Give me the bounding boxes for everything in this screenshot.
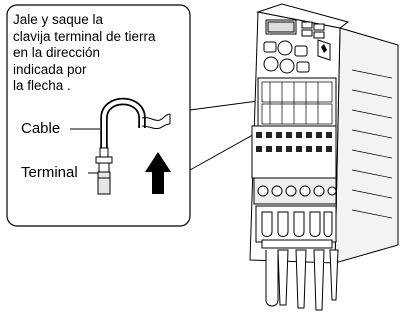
callout-text: Jale y saque la clavija terminal de tier…: [13, 12, 173, 95]
callout-box: [6, 4, 191, 227]
callout-line: la flecha .: [13, 78, 71, 93]
callout-leader-lines: [189, 100, 259, 171]
callout-line: en la dirección: [13, 45, 101, 60]
callout-line: indicada por: [13, 61, 87, 77]
terminal-label: Terminal: [21, 164, 78, 181]
brand-logo-icon: [317, 39, 331, 61]
inverter-device: [249, 3, 399, 311]
up-arrow-icon: [145, 152, 171, 194]
callout-line: Jale y saque la: [13, 12, 104, 27]
cable-label: Cable: [21, 120, 61, 137]
terminal-illustration: [95, 147, 113, 195]
cable-illustration: [100, 97, 171, 150]
callout-line: clavija terminal de tierra: [13, 28, 156, 44]
